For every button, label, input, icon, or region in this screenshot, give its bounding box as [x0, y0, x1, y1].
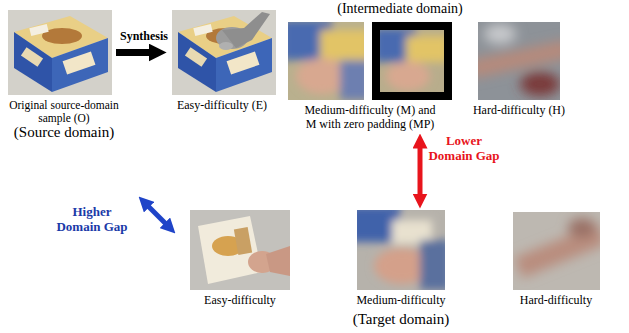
photo-shape — [219, 42, 233, 50]
photo-shape — [386, 61, 430, 91]
hard-photo — [478, 22, 560, 100]
photo-shape — [29, 24, 48, 36]
image-caption: Hard-difficulty — [506, 294, 606, 308]
target-hard-photo — [513, 212, 600, 290]
image-panel: Medium-difficulty — [357, 210, 445, 290]
photo-shape — [320, 30, 364, 60]
domain-label: (Intermediate domain) — [337, 1, 463, 17]
target-easy-photo — [190, 210, 290, 290]
image-caption: Medium-difficulty (M) and M with zero pa… — [300, 104, 440, 132]
image-panel: Original source-domain sample (O) — [8, 10, 112, 95]
target-medium-photo — [357, 210, 445, 290]
photo-shape — [372, 22, 452, 100]
photo-shape — [21, 47, 43, 66]
photo-shape — [478, 40, 560, 78]
photo-shape — [14, 32, 52, 92]
photo-shape — [406, 36, 444, 62]
image-panel: Hard-difficulty — [513, 212, 600, 290]
photo-shape — [190, 210, 290, 290]
photo-shape — [234, 227, 252, 255]
image-caption: Easy-difficulty (E) — [162, 99, 282, 113]
arrow-label: Lower Domain Gap — [428, 134, 500, 164]
photo-shape — [357, 210, 445, 290]
photo-shape — [52, 38, 108, 92]
image-panel: Easy-difficulty — [190, 210, 290, 290]
photo-shape — [288, 22, 364, 100]
medium-photo — [288, 22, 364, 100]
photo-shape — [266, 246, 290, 276]
photo-shape — [380, 30, 444, 92]
image-caption: Original source-domain sample (O) — [4, 99, 124, 125]
arrow-label: Higher Domain Gap — [50, 205, 134, 235]
photo-shape — [198, 216, 262, 284]
easy-photo — [172, 10, 276, 95]
photo-shape — [8, 10, 112, 95]
photo-shape — [520, 72, 560, 96]
photo-shape — [568, 218, 596, 238]
image-panel: Easy-difficulty (E) — [172, 10, 272, 95]
gap-arrow — [418, 144, 423, 198]
image-caption: Medium-difficulty — [346, 294, 456, 308]
image-panel: Medium-difficulty (M) and M with zero pa… — [288, 22, 452, 100]
gap-arrow — [116, 49, 154, 56]
domain-label: (Target domain) — [353, 311, 450, 328]
image-panel: Hard-difficulty (H) — [478, 22, 560, 100]
photo-shape — [172, 10, 276, 95]
image-caption: Hard-difficulty (H) — [464, 104, 574, 118]
arrow-label: Synthesis — [116, 30, 172, 44]
photo-shape — [484, 24, 516, 44]
photo-shape — [478, 24, 560, 96]
photo-shape — [514, 218, 600, 278]
image-caption: Easy-difficulty — [185, 294, 295, 308]
photo-shape — [420, 240, 445, 290]
photo-shape — [380, 30, 444, 91]
domain-label: (Source domain) — [14, 124, 114, 141]
photo-shape — [63, 51, 96, 74]
source-photo — [8, 10, 112, 95]
gap-arrow — [146, 204, 168, 226]
medium-padded-photo — [372, 22, 452, 100]
photo-shape — [340, 60, 364, 100]
